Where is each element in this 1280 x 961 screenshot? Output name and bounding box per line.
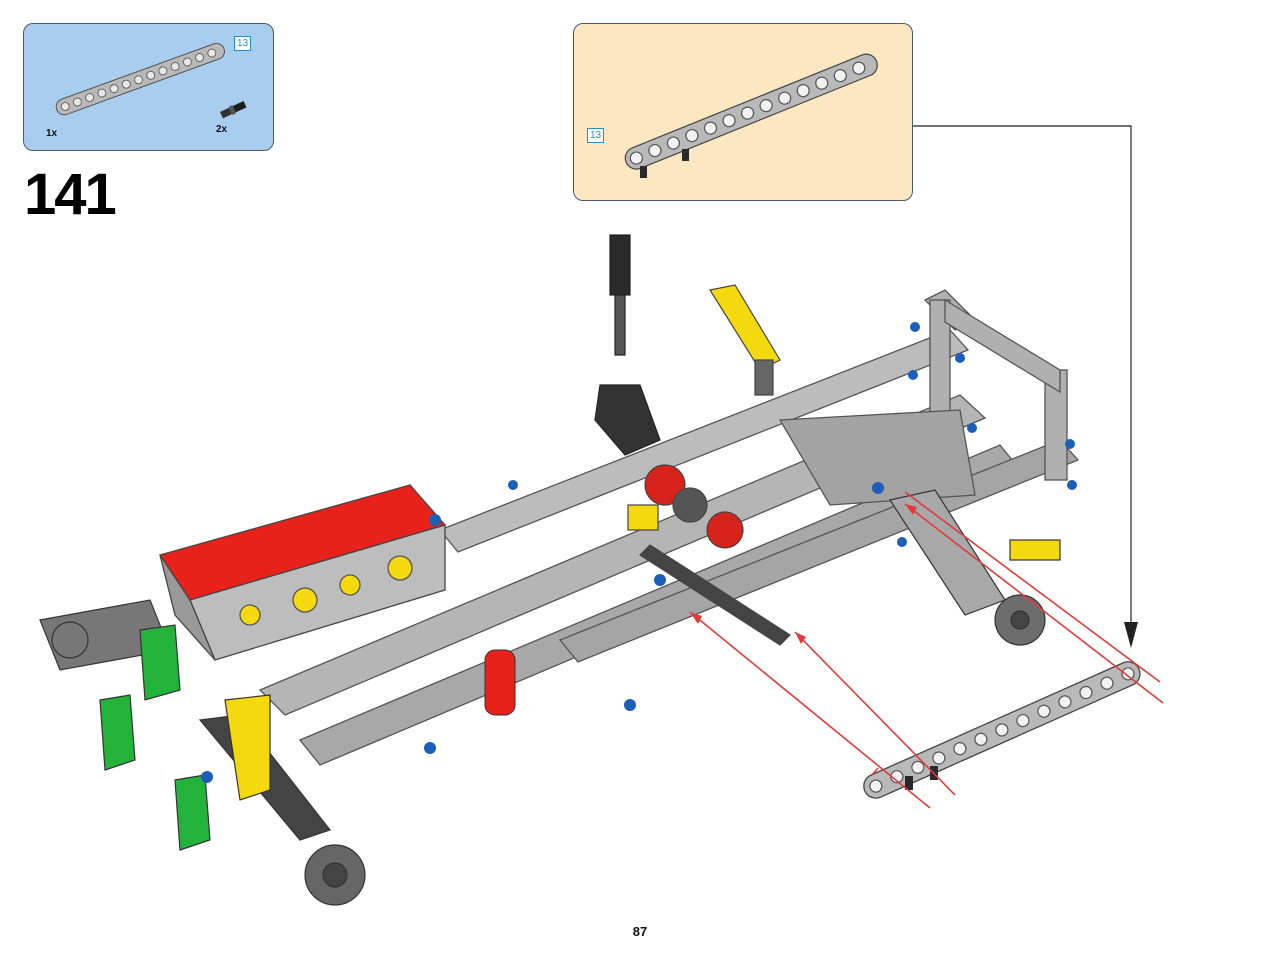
beam-quantity: 1x (46, 128, 58, 139)
callout-leader-line (913, 125, 1138, 648)
rear-frame (778, 289, 1068, 506)
beam-13-part (55, 42, 225, 116)
axle-pin-quantity: 2x (216, 124, 228, 135)
yellow-shock-absorber (709, 284, 781, 396)
subassembly-pins (640, 149, 689, 178)
red-connector (484, 649, 516, 716)
subassembly-length-badge: 13 (587, 128, 605, 143)
blue-pins (201, 322, 1077, 783)
new-beam-13 (863, 661, 1141, 799)
rear-axle (889, 489, 1061, 646)
engine-block (158, 484, 447, 661)
beam-length-badge: 13 (234, 36, 252, 51)
gear-stick (594, 234, 661, 456)
axle-pin-part (220, 101, 247, 119)
assembly-arrowheads (690, 504, 917, 644)
subassembly-beam (624, 53, 878, 170)
gearbox (627, 464, 791, 646)
subassembly-callout: 13 (573, 23, 913, 201)
parts-callout-art (55, 42, 247, 119)
assembly-arrows (689, 491, 1164, 809)
step-number: 141 (24, 162, 117, 227)
parts-callout: 13 1x 2x (23, 23, 274, 151)
page-number: 87 (632, 924, 648, 939)
chassis-frame (258, 329, 1080, 766)
front-suspension (39, 599, 366, 906)
subassembly-art (624, 53, 878, 178)
